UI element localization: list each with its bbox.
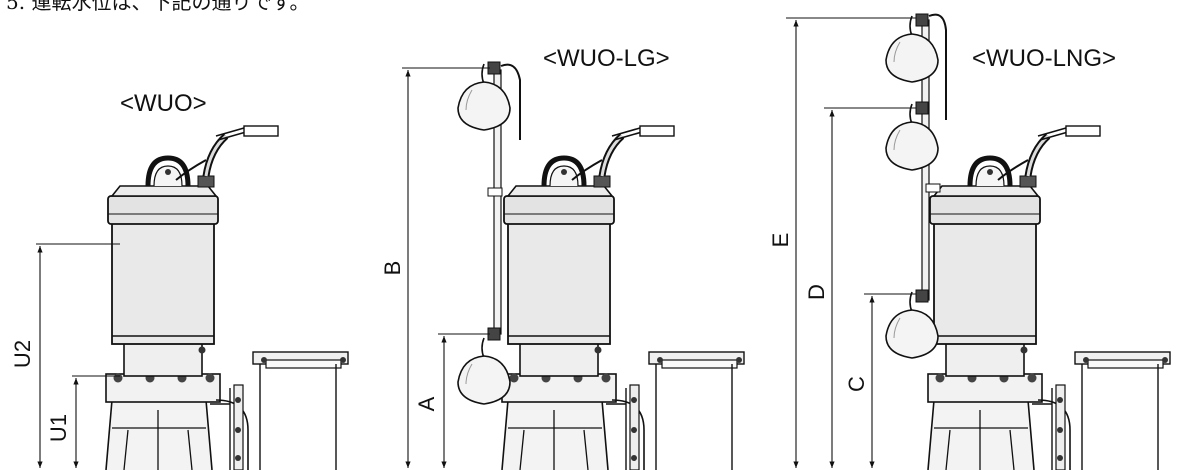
dim-label-b: B <box>380 261 405 276</box>
pump-wuo <box>106 126 348 470</box>
dim-label-u1: U1 <box>46 414 71 442</box>
dim-label-d: D <box>804 284 829 300</box>
dim-label-a: A <box>414 396 439 411</box>
note-text: 5. 運転水位は、下記の通りです。 <box>6 0 310 14</box>
title-wuo: <WUO> <box>120 90 207 117</box>
pump-wuo-lng <box>928 126 1170 470</box>
pump-wuo-lg <box>502 126 744 470</box>
dim-label-e: E <box>768 233 793 248</box>
title-wuo-lng: <WUO-LNG> <box>972 45 1117 72</box>
title-wuo-lg: <WUO-LG> <box>543 45 670 72</box>
dim-label-c: C <box>844 376 869 392</box>
dim-label-u2: U2 <box>10 340 35 368</box>
